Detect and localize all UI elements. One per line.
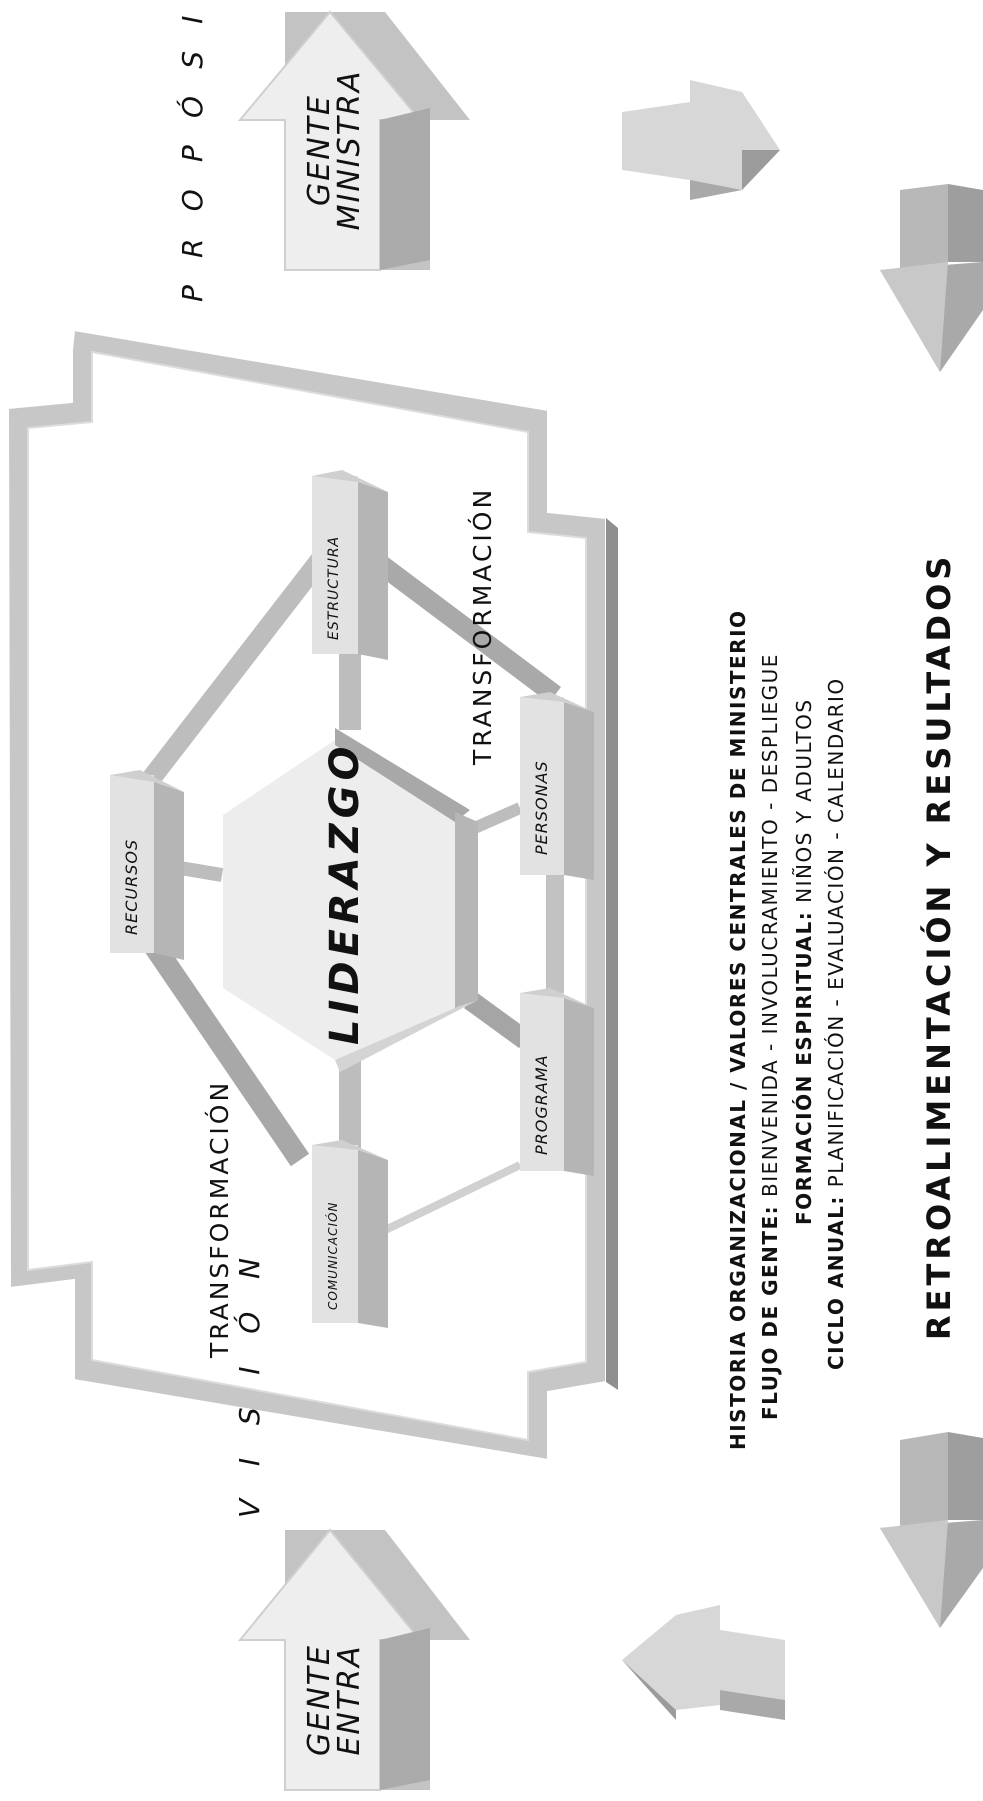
box-label-estructura: ESTRUCTURA bbox=[326, 535, 342, 640]
arrow-down-bottom bbox=[880, 1432, 983, 1628]
connector-beams bbox=[140, 552, 564, 1239]
arrow-bottom-label: GENTE ENTRA bbox=[302, 1610, 367, 1790]
arrow-left-small bbox=[622, 1605, 785, 1720]
hexagon-bottom-edge bbox=[335, 1000, 478, 1072]
vision-container: V I S I Ó N bbox=[233, 1258, 274, 1518]
beam-estructura-personas bbox=[369, 552, 561, 703]
box-estructura bbox=[312, 470, 388, 660]
proposito-letter-0: P bbox=[176, 285, 209, 302]
center-hexagon bbox=[223, 728, 478, 1072]
arrow-down-top bbox=[880, 184, 983, 372]
box-label-comunicacion: COMUNICACIÓN bbox=[326, 1201, 340, 1310]
proposito-letter-2: O bbox=[176, 189, 209, 212]
proposito-letters: PROPÓSITO bbox=[176, 0, 218, 302]
box-label-personas: PERSONAS bbox=[532, 760, 551, 855]
vision-letter-2: S bbox=[233, 1407, 266, 1426]
box-comunicacion bbox=[312, 1140, 388, 1328]
vision-letter-0: V bbox=[233, 1498, 266, 1518]
info-line-2-head: FLUJO DE GENTE: bbox=[758, 1204, 782, 1420]
arrow-up-bottom bbox=[237, 1528, 470, 1791]
info-line-3: FORMACIÓN ESPIRITUAL: NIÑOS Y ADULTOS bbox=[792, 698, 816, 1225]
beam-recursos-estructura bbox=[142, 553, 328, 787]
beam-center-programa bbox=[464, 991, 531, 1049]
arrow-top-line1: GENTE bbox=[302, 94, 337, 206]
proposito-letter-4: Ó bbox=[176, 95, 209, 119]
beam-center-personas bbox=[467, 802, 523, 836]
proposito-letter-6: I bbox=[176, 15, 209, 24]
hexagon-right-edge bbox=[455, 812, 478, 1008]
beam-programa-comunicacion bbox=[373, 1161, 522, 1239]
box-personas bbox=[520, 692, 594, 880]
transformacion-right: TRANSFORMACIÓN bbox=[468, 486, 497, 765]
info-line-3-body: NIÑOS Y ADULTOS bbox=[792, 698, 816, 911]
box-label-recursos: RECURSOS bbox=[122, 838, 141, 935]
footer-title: RETROALIMENTACIÓN Y RESULTADOS bbox=[920, 552, 958, 1340]
box-recursos bbox=[110, 770, 184, 960]
arrow-top-label: GENTE MINISTRA bbox=[302, 35, 367, 265]
proposito-container: PROPÓSITO bbox=[176, 0, 217, 302]
arrow-right-small bbox=[622, 80, 780, 200]
proposito-letter-5: S bbox=[176, 51, 209, 69]
proposito-letter-3: P bbox=[176, 145, 209, 163]
info-line-4-head: CICLO ANUAL: bbox=[824, 1195, 848, 1370]
vision-letters: V I S I Ó N bbox=[233, 1258, 275, 1518]
hexagon-face bbox=[223, 740, 455, 1060]
frame-shadow-right bbox=[606, 518, 618, 1390]
arrow-up-top bbox=[237, 10, 470, 271]
vision-letter-4: Ó bbox=[233, 1311, 266, 1334]
beam-center-recursos bbox=[178, 861, 224, 882]
info-line-1: HISTORIA ORGANIZACIONAL / VALORES CENTRA… bbox=[726, 609, 750, 1450]
vision-letter-5: N bbox=[233, 1258, 266, 1279]
arrow-top-line2: MINISTRA bbox=[332, 69, 367, 231]
info-line-3-head: FORMACIÓN ESPIRITUAL: bbox=[792, 910, 816, 1225]
info-line-2: FLUJO DE GENTE: BIENVENIDA - INVOLUCRAMI… bbox=[758, 653, 782, 1420]
info-line-2-body: BIENVENIDA - INVOLUCRAMIENTO - DESPLIEGU… bbox=[758, 653, 782, 1205]
center-label: LIDERAZGO bbox=[322, 741, 368, 1046]
vision-letter-1: I bbox=[233, 1457, 266, 1467]
vision-letter-3: I bbox=[233, 1366, 266, 1375]
box-programa bbox=[520, 988, 594, 1176]
arrow-bottom-line2: ENTRA bbox=[332, 1644, 367, 1756]
hexagon-top-edge bbox=[335, 728, 470, 822]
box-label-programa: PROGRAMA bbox=[532, 1054, 551, 1155]
beam-comunicacion-recursos bbox=[140, 933, 310, 1167]
transformacion-left: TRANSFORMACIÓN bbox=[205, 1079, 234, 1358]
proposito-letter-1: R bbox=[176, 238, 209, 258]
info-line-4-body: PLANIFICACIÓN - EVALUACIÓN - CALENDARIO bbox=[824, 677, 848, 1196]
info-line-4: CICLO ANUAL: PLANIFICACIÓN - EVALUACIÓN … bbox=[824, 677, 848, 1370]
arrow-bottom-line1: GENTE bbox=[302, 1644, 337, 1756]
info-line-1-text: HISTORIA ORGANIZACIONAL / VALORES CENTRA… bbox=[726, 609, 750, 1450]
